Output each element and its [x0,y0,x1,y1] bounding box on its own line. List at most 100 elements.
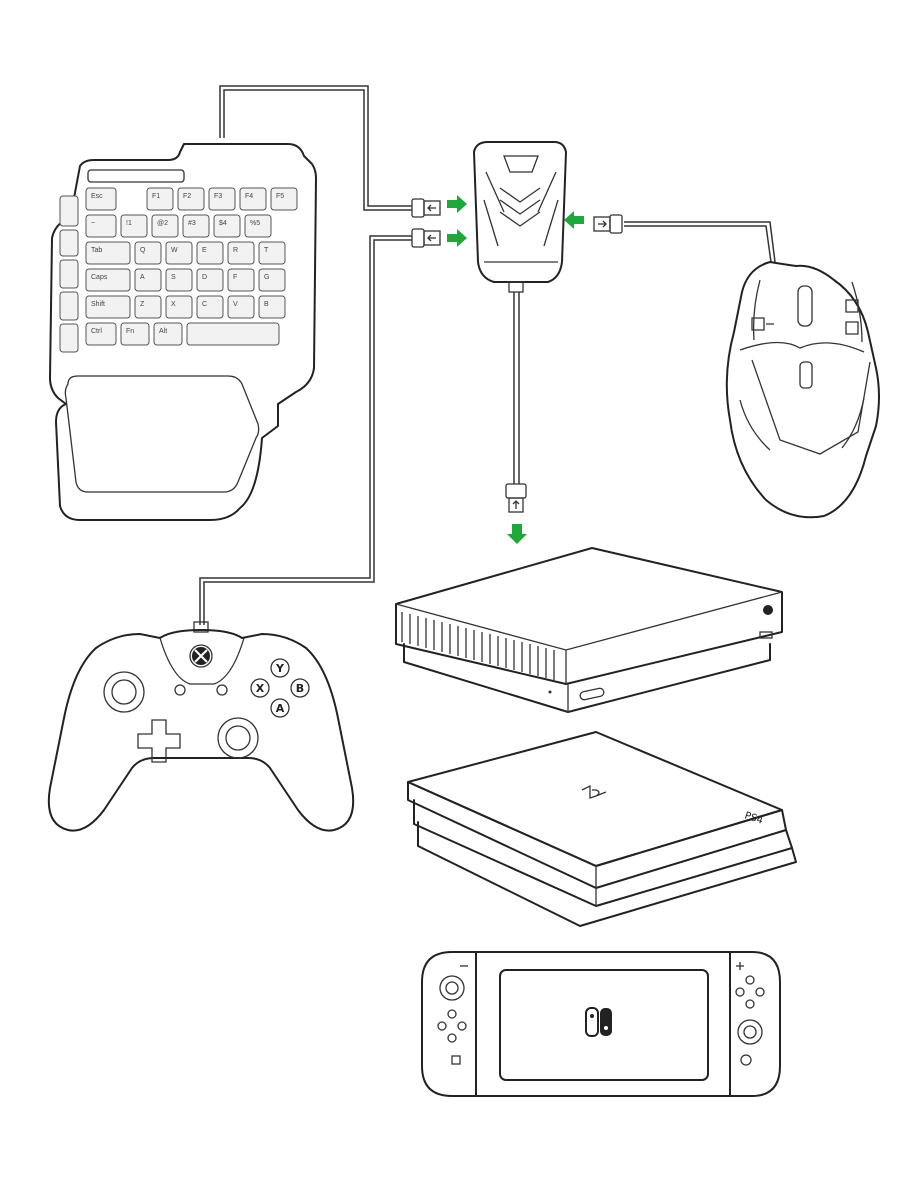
keyboard-key [85,214,117,238]
keyboard-key [146,187,174,211]
keyboard-key [227,241,255,265]
switch-body [475,951,731,1097]
macro-key [59,195,79,227]
arrow-right-icon [447,195,467,213]
ps4-console: PS4 [407,731,797,927]
keyboard-key-label: V [233,301,238,308]
gaming-mouse [725,261,880,519]
xbox-controller: Y X B A [47,621,355,832]
keyboard-key [165,268,193,292]
keyboard-key [153,322,183,346]
keyboard-key [196,295,224,319]
keyboard-key-label: X [171,301,176,308]
keyboard-key-label: Ctrl [91,328,102,335]
xbox-logo-icon [192,647,210,665]
keyboard-key-label: A [140,274,145,281]
scroll-wheel [797,285,813,327]
keyboard-key [258,295,286,319]
keyboard-key [85,295,131,319]
keyboard-key [244,214,272,238]
palm-rest [64,375,260,493]
switch-screen [499,969,709,1081]
keyboard-key-label: F3 [214,193,222,200]
keyboard-key [258,268,286,292]
keyboard-key [85,322,117,346]
keyboard-key-label: Esc [91,193,103,200]
button-b: B [296,682,304,695]
face-buttons: Y X B A [250,658,310,718]
keyboard-key [165,295,193,319]
keyboard-key [182,214,210,238]
switch-logo-icon [585,1007,612,1037]
keyboard-key-label: @2 [157,220,168,227]
left-stick [103,671,145,713]
keyboard-key [151,214,179,238]
keyboard-key-label: W [171,247,178,254]
converter-adapter [473,141,567,293]
arrow-left-icon [564,211,584,229]
mouse-cable-inner [624,225,772,263]
keyboard-key [239,187,267,211]
keyboard-key-label: B [264,301,269,308]
button-a: A [276,702,285,715]
button-x: X [256,682,265,695]
keyboard-key-label: $4 [219,220,227,227]
playstation-logo-icon [581,784,607,799]
keyboard-key [258,241,286,265]
keyboard-key [85,187,117,211]
keyboard-key [85,241,131,265]
keyboard-cable-inner [223,89,412,211]
keyboard-key-label: !1 [126,220,132,227]
keyboard-key-label: Z [140,301,145,308]
keyboard-key-label: Q [140,247,146,254]
ps4-label: PS4 [743,810,764,826]
keyboard-key-label: #3 [188,220,196,227]
keyboard-key [186,322,280,346]
keyboard-key-label: D [202,274,207,281]
mouse-cable [624,221,776,263]
left-joycon [421,951,477,1097]
button-y: Y [275,662,285,675]
keyboard-key-label: Tab [91,247,102,254]
keyboard-key-label: E [202,247,207,254]
macro-key [59,323,79,353]
keyboard-key [227,295,255,319]
xbox-logo-icon [763,605,773,615]
xbox-console [395,547,783,713]
keyboard-key-label: Alt [159,328,167,335]
keyboard-key-label: Shift [91,301,105,308]
keyboard-key-label: G [264,274,269,281]
vent-grille [401,612,555,680]
controller-cable-inner [203,239,412,625]
right-joycon [729,951,781,1097]
keyboard-key-label: R [233,247,238,254]
keyboard-key [177,187,205,211]
keyboard-key-label: Fn [126,328,134,335]
keyboard-key [196,241,224,265]
keyboard-key [270,187,298,211]
usb-plug-icon [411,198,441,218]
macro-key [59,259,79,289]
keyboard-key [85,268,131,292]
arrow-down-icon [507,524,527,544]
keyboard-key-label: F [233,274,237,281]
keyboard-top-strip [87,169,185,183]
keyboard-key-label: F5 [276,193,284,200]
controller-cable [199,235,412,625]
usb-plug-icon [593,214,623,234]
arrow-right-icon [447,229,467,247]
nintendo-switch [421,951,781,1097]
keyboard-key [134,241,162,265]
usb-plug-icon [411,228,441,248]
keyboard-key-label: %5 [250,220,260,227]
keyboard-key-label: S [171,274,176,281]
cables [199,85,776,625]
keyboard-key-label: F4 [245,193,253,200]
keyboard-key [213,214,241,238]
keyboard-key [196,268,224,292]
arrows [447,195,584,544]
d-pad [137,719,181,763]
